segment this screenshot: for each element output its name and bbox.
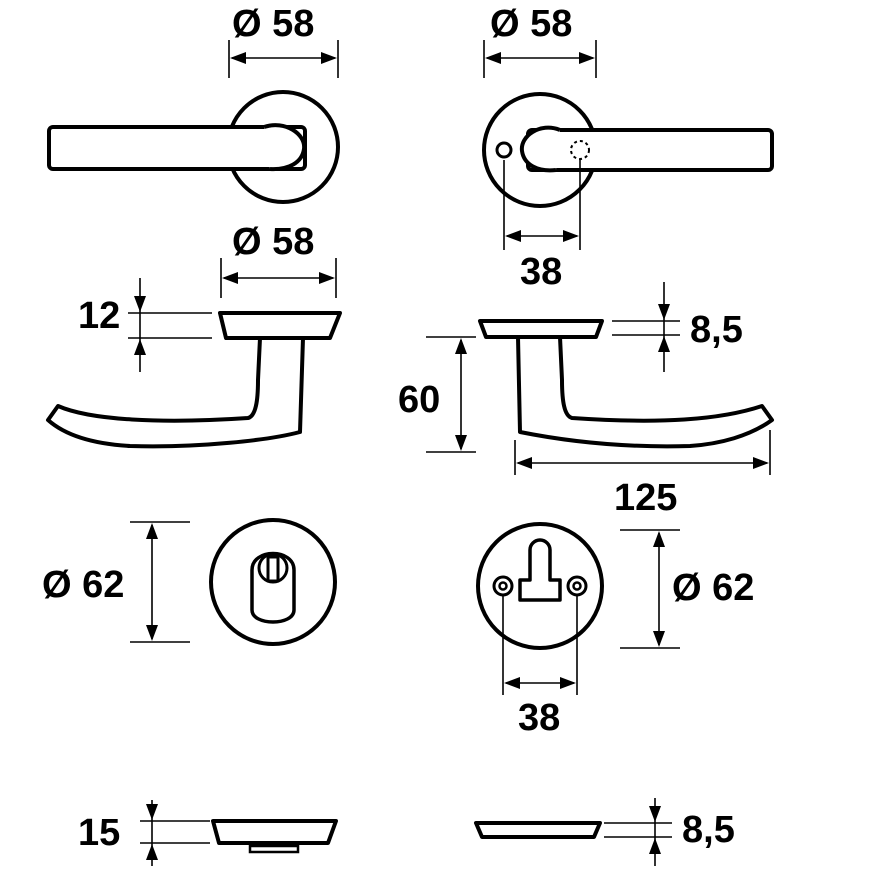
dim-rose-diameter-top-right: Ø 58: [483, 3, 597, 78]
dim-lock-spacing-top: 38: [503, 160, 581, 293]
dim-label: Ø 62: [42, 564, 124, 606]
escutcheon-front-left: [209, 518, 337, 646]
dim-screw-spacing: 38: [502, 595, 578, 739]
dim-label: Ø 58: [232, 221, 314, 263]
dim-label: 38: [518, 697, 560, 739]
lever-side-view-left: [46, 311, 342, 449]
dim-label: 8,5: [690, 309, 743, 351]
dim-label: Ø 58: [490, 3, 572, 45]
dim-rose-diameter-top-left: Ø 58: [228, 3, 339, 78]
lever-front-view-left: [47, 90, 340, 204]
dim-escutcheon-height-right: 8,5: [604, 798, 735, 866]
dim-rose-height-right: 8,5: [612, 282, 743, 372]
dim-rose-diameter-side-left: Ø 58: [220, 221, 337, 298]
dim-handle-length: 125: [514, 430, 771, 519]
escutcheon-front-right: [476, 522, 604, 650]
dim-label: 125: [614, 477, 677, 519]
lever-front-view-right: [482, 92, 774, 208]
dim-label: 15: [78, 812, 120, 854]
dim-handle-height: 60: [398, 336, 476, 453]
dim-escutcheon-height-left: 15: [78, 800, 210, 866]
dim-label: 60: [398, 379, 440, 421]
dim-label: Ø 62: [672, 567, 754, 609]
lever-side-view-right: [478, 319, 774, 449]
dim-label: Ø 58: [232, 3, 314, 45]
dim-rose-height-left: 12: [78, 278, 212, 372]
dim-label: 8,5: [682, 809, 735, 851]
dim-label: 12: [78, 295, 120, 337]
escutcheon-side-right: [474, 821, 602, 839]
dim-escutcheon-diameter-left: Ø 62: [42, 521, 190, 643]
dim-label: 38: [520, 251, 562, 293]
escutcheon-side-left: [211, 819, 338, 854]
dim-escutcheon-diameter-right: Ø 62: [620, 529, 754, 649]
